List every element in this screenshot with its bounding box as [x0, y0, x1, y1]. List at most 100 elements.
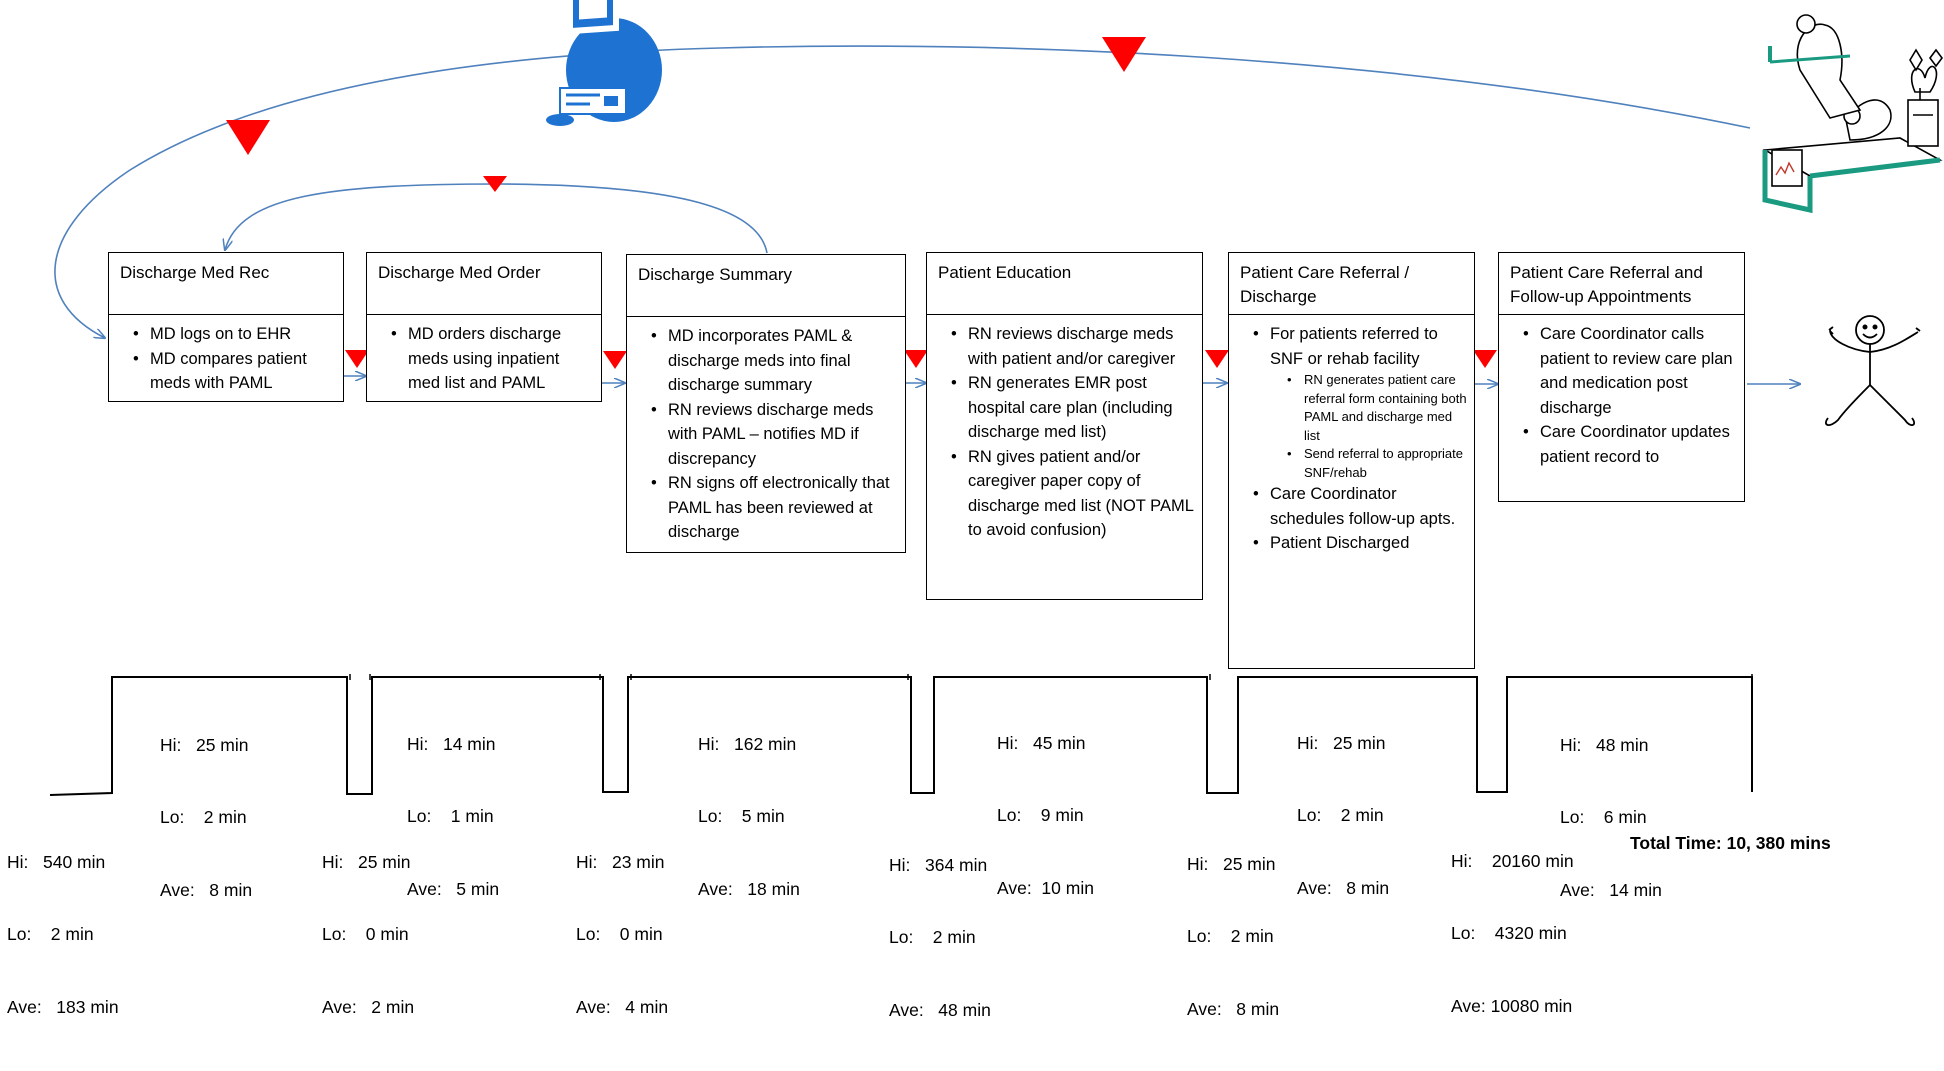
process-time-label: Hi: 48 min Lo: 6 min Ave: 14 min	[1560, 684, 1662, 951]
wait-time-label: Hi: 20160 min Lo: 4320 min Ave: 10080 mi…	[1451, 800, 1574, 1067]
feedback-loop-inner	[225, 183, 768, 254]
wait-time-ave: Ave: 183 min	[7, 997, 119, 1018]
total-time: Total Time: 10, 380 mins	[1630, 833, 1831, 853]
wait-time-ave: Ave: 48 min	[889, 1000, 991, 1021]
process-time-label: Hi: 14 min Lo: 1 min Ave: 5 min	[407, 683, 499, 950]
process-time-lo: Lo: 5 min	[698, 806, 785, 827]
step-bullet: RN reviews discharge meds with patient a…	[951, 322, 1196, 371]
step-bullets: RN reviews discharge meds with patient a…	[927, 315, 1202, 547]
wait-time-hi: Hi: 25 min	[322, 851, 411, 872]
step-bullet: MD incorporates PAML & discharge meds in…	[651, 324, 899, 398]
wait-triangle-icon	[483, 176, 507, 192]
wait-time-lo: Lo: 4320 min	[1451, 923, 1567, 944]
patient-in-bed-icon	[1762, 14, 1943, 214]
process-time-label: Hi: 25 min Lo: 2 min Ave: 8 min	[1297, 682, 1389, 949]
step-box-patient-education: Patient Education RN reviews discharge m…	[926, 252, 1203, 600]
process-time-hi: Hi: 45 min	[997, 732, 1086, 753]
process-time-hi: Hi: 48 min	[1560, 734, 1649, 755]
step-sub-bullet: RN generates patient care referral form …	[1282, 371, 1468, 445]
wait-time-lo: Lo: 2 min	[1187, 926, 1274, 947]
step-box-discharge-med-rec: Discharge Med Rec MD logs on to EHR MD c…	[108, 252, 344, 402]
connectors-layer	[49, 0, 1943, 796]
wait-time-label: Hi: 25 min Lo: 2 min Ave: 8 min	[1187, 803, 1279, 1070]
step-title: Patient Care Referral and Follow-up Appo…	[1499, 253, 1744, 315]
process-time-label: Hi: 45 min Lo: 9 min Ave: 10 min	[997, 682, 1094, 949]
step-bullet: RN generates EMR post hospital care plan…	[951, 371, 1196, 445]
step-bullets: MD logs on to EHR MD compares patient me…	[109, 315, 343, 400]
step-box-discharge-summary: Discharge Summary MD incorporates PAML &…	[626, 254, 906, 553]
step-bullet-text: For patients referred to SNF or rehab fa…	[1270, 325, 1438, 368]
step-bullet: RN reviews discharge meds with PAML – no…	[651, 398, 899, 472]
wait-triangle-icon	[904, 350, 928, 368]
process-time-ave: Ave: 8 min	[160, 880, 253, 901]
value-stream-map: Discharge Med Rec MD logs on to EHR MD c…	[0, 0, 1944, 875]
wait-time-hi: Hi: 23 min	[576, 851, 665, 872]
step-bullets: MD orders discharge meds using inpatient…	[367, 315, 601, 400]
wait-triangle-icon	[1205, 350, 1229, 368]
wait-time-label: Hi: 23 min Lo: 0 min Ave: 4 min	[576, 801, 668, 1068]
step-title: Patient Care Referral / Discharge	[1229, 253, 1474, 315]
step-bullet: Care Coordinator calls patient to review…	[1523, 322, 1738, 420]
wait-time-label: Hi: 364 min Lo: 2 min Ave: 48 min	[889, 804, 991, 1071]
process-time-lo: Lo: 2 min	[1297, 805, 1384, 826]
process-time-ave: Ave: 14 min	[1560, 880, 1662, 901]
wait-time-hi: Hi: 364 min	[889, 854, 988, 875]
process-time-ave: Ave: 8 min	[1297, 878, 1390, 899]
process-time-ave: Ave: 18 min	[698, 879, 800, 900]
wait-triangle-icon	[1473, 350, 1497, 368]
step-bullets: For patients referred to SNF or rehab fa…	[1229, 315, 1474, 560]
step-sub-bullet: Send referral to appropriate SNF/rehab	[1282, 445, 1468, 482]
wait-triangle-icon	[603, 351, 627, 369]
step-box-follow-up-appointments: Patient Care Referral and Follow-up Appo…	[1498, 252, 1745, 502]
process-time-lo: Lo: 2 min	[160, 807, 247, 828]
wait-time-label: Hi: 25 min Lo: 0 min Ave: 2 min	[322, 801, 414, 1068]
step-bullet: RN signs off electronically that PAML ha…	[651, 471, 899, 545]
wait-time-label: Hi: 540 min Lo: 2 min Ave: 183 min	[7, 801, 119, 1068]
wait-time-ave: Ave: 8 min	[1187, 999, 1280, 1020]
step-bullets: MD incorporates PAML & discharge meds in…	[627, 317, 905, 549]
step-sub-bullets: RN generates patient care referral form …	[1270, 371, 1468, 482]
step-bullets: Care Coordinator calls patient to review…	[1499, 315, 1744, 473]
process-time-lo: Lo: 9 min	[997, 805, 1084, 826]
process-time-hi: Hi: 25 min	[160, 734, 249, 755]
step-bullet: MD orders discharge meds using inpatient…	[391, 322, 595, 396]
wait-time-ave: Ave: 10080 min	[1451, 996, 1573, 1017]
step-box-discharge-med-order: Discharge Med Order MD orders discharge …	[366, 252, 602, 402]
step-bullet: MD compares patient meds with PAML	[133, 347, 337, 396]
happy-stick-figure-icon	[1825, 315, 1921, 426]
wait-triangle-icon	[1102, 37, 1146, 72]
wait-time-lo: Lo: 2 min	[7, 924, 94, 945]
wait-triangle-icon	[226, 120, 270, 155]
step-box-patient-care-referral-discharge: Patient Care Referral / Discharge For pa…	[1228, 252, 1475, 669]
process-time-lo: Lo: 6 min	[1560, 807, 1647, 828]
step-bullet: RN gives patient and/or caregiver paper …	[951, 445, 1196, 543]
process-time-label: Hi: 162 min Lo: 5 min Ave: 18 min	[698, 683, 800, 950]
process-time-label: Hi: 25 min Lo: 2 min Ave: 8 min	[160, 684, 252, 951]
timeline-ladder	[49, 676, 1753, 796]
process-time-ave: Ave: 5 min	[407, 879, 500, 900]
wait-time-ave: Ave: 4 min	[576, 997, 669, 1018]
step-bullet: For patients referred to SNF or rehab fa…	[1253, 322, 1468, 482]
wait-triangle-icon	[345, 350, 369, 368]
step-title: Discharge Summary	[627, 255, 905, 317]
wait-time-hi: Hi: 540 min	[7, 851, 106, 872]
step-title: Discharge Med Rec	[109, 253, 343, 315]
step-bullet: Care Coordinator updates patient record …	[1523, 420, 1738, 469]
step-title: Discharge Med Order	[367, 253, 601, 315]
step-bullet: MD logs on to EHR	[133, 322, 337, 347]
wait-time-lo: Lo: 0 min	[576, 924, 663, 945]
step-title: Patient Education	[927, 253, 1202, 315]
process-time-hi: Hi: 162 min	[698, 733, 797, 754]
process-time-hi: Hi: 14 min	[407, 733, 496, 754]
process-time-hi: Hi: 25 min	[1297, 732, 1386, 753]
wait-time-ave: Ave: 2 min	[322, 997, 415, 1018]
computer-icon	[546, 0, 662, 126]
wait-time-lo: Lo: 0 min	[322, 924, 409, 945]
step-bullet: Patient Discharged	[1253, 531, 1468, 556]
process-time-lo: Lo: 1 min	[407, 806, 494, 827]
step-bullet: Care Coordinator schedules follow-up apt…	[1253, 482, 1468, 531]
process-time-ave: Ave: 10 min	[997, 878, 1094, 899]
wait-time-hi: Hi: 25 min	[1187, 853, 1276, 874]
wait-time-hi: Hi: 20160 min	[1451, 850, 1574, 871]
wait-time-lo: Lo: 2 min	[889, 927, 976, 948]
